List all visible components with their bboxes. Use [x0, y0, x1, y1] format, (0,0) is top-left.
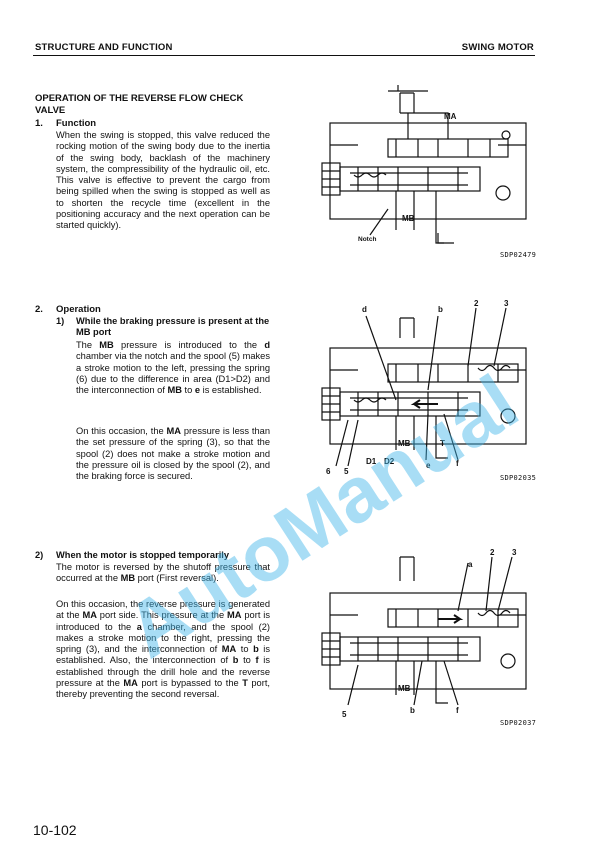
operation-number: 2.	[35, 304, 43, 315]
figure-2-valve-diagram: d b 2 3 MB T 6 5 D1 D2 e f	[321, 300, 527, 476]
page-number: 10-102	[33, 822, 77, 838]
function-number: 1.	[35, 118, 43, 129]
fig2-label-3: 3	[504, 300, 509, 308]
fig2-label-f: f	[456, 459, 459, 468]
operation-heading: Operation	[56, 304, 101, 315]
header-component-title: SWING MOTOR	[461, 42, 534, 53]
fig2-label-d: d	[362, 305, 367, 314]
fig3-label-3: 3	[512, 548, 517, 557]
operation-sub1-paragraph-2: On this occasion, the MA pressure is les…	[76, 426, 270, 482]
figure-2-id: SDP02035	[500, 474, 537, 482]
operation-sub2-number: 2)	[35, 550, 44, 560]
operation-sub1-number: 1)	[56, 316, 65, 326]
fig2-label-b: b	[438, 305, 443, 314]
figure-1-id: SDP02479	[500, 251, 537, 259]
operation-sub1-paragraph-1: The MB pressure is introduced to the d c…	[76, 340, 271, 396]
operation-sub1-heading: While the braking pressure is present at…	[76, 316, 270, 338]
fig3-label-a: a	[468, 560, 473, 569]
fig3-label-mb: MB	[398, 684, 411, 693]
function-heading: Function	[56, 118, 97, 129]
fig3-label-b: b	[410, 706, 415, 715]
header-section-title: STRUCTURE AND FUNCTION	[35, 42, 173, 53]
function-text: When the swing is stopped, this valve re…	[56, 130, 270, 231]
fig2-label-2: 2	[474, 300, 479, 308]
figure-1-valve-diagram: MA MB Notch	[321, 85, 527, 244]
fig2-label-5: 5	[344, 467, 349, 476]
section-title: OPERATION OF THE REVERSE FLOW CHECK VALV…	[35, 93, 244, 116]
operation-sub2-paragraph-2: On this occasion, the reverse pressure i…	[56, 599, 271, 700]
fig1-label-mb: MB	[402, 214, 415, 223]
fig1-label-notch: Notch	[358, 236, 376, 243]
fig2-label-e: e	[426, 461, 431, 470]
fig3-label-2: 2	[490, 548, 495, 557]
fig1-label-ma: MA	[444, 112, 457, 121]
fig2-label-t: T	[440, 439, 445, 448]
fig3-label-f: f	[456, 706, 459, 715]
fig3-label-5: 5	[342, 710, 347, 719]
fig2-label-mb: MB	[398, 439, 411, 448]
operation-sub2-heading: When the motor is stopped temporarily	[56, 550, 230, 560]
fig2-label-d1: D1	[366, 457, 377, 466]
operation-sub2-paragraph-1: The motor is reversed by the shutoff pre…	[56, 562, 270, 584]
fig2-label-6: 6	[326, 467, 331, 476]
figure-3-id: SDP02037	[500, 719, 537, 727]
fig2-label-d2: D2	[384, 457, 395, 466]
header-divider	[33, 55, 535, 56]
figure-3-valve-diagram: 2 3 a MB 5 b f	[321, 548, 527, 719]
